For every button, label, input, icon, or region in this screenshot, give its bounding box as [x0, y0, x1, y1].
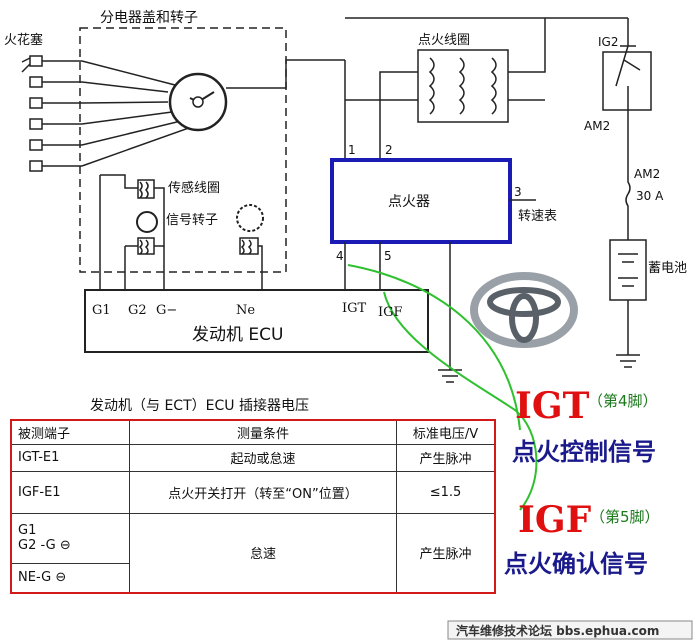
row-voltage: 产生脉冲 [396, 512, 496, 594]
header-terminal: 被测端子 [10, 419, 130, 445]
toyota-logo [470, 272, 578, 348]
am2-top-label: AM2 [584, 119, 610, 133]
watermark: 汽车维修技术论坛 bbs.ephua.com [456, 623, 659, 638]
fuse-rating-label: 30 A [636, 189, 664, 203]
am2-fuse-label: AM2 [634, 167, 660, 181]
pickup-coil-label: 传感线圈 [168, 180, 220, 196]
ecu-pin-gminus: G− [156, 303, 177, 318]
table-header-row: 被测端子 测量条件 标准电压/V [10, 419, 496, 445]
row-voltage: 产生脉冲 [396, 443, 496, 472]
igt-signal-wire [347, 264, 521, 431]
table-row: G1 G2 -G ⊖ 怠速 产生脉冲 [10, 512, 496, 594]
row-terminal-ne: NE-G ⊖ [10, 562, 130, 594]
igt-description: 点火控制信号 [512, 438, 656, 466]
tach-label: 转速表 [518, 209, 557, 224]
row-terminal: IGT-E1 [10, 443, 130, 472]
ecu-pin-igt: IGT [342, 301, 367, 316]
table-row: IGT-E1 起动或怠速 产生脉冲 [10, 443, 496, 472]
igniter-pin-2: 2 [385, 143, 393, 157]
row-condition: 起动或怠速 [129, 443, 397, 472]
terminal-g1: G1 [18, 523, 37, 538]
spark-plugs [21, 55, 201, 172]
igt-pin-note: （第4脚） [588, 392, 658, 410]
igt-annotation: IGT [515, 385, 590, 427]
ecu-pin-g2: G2 [128, 303, 147, 318]
header-voltage: 标准电压/V [396, 419, 496, 445]
row-condition: 点火开关打开（转至“ON”位置） [129, 470, 397, 514]
ecu-label: 发动机 ECU [192, 325, 283, 345]
row-terminal: IGF-E1 [10, 470, 130, 514]
terminal-ne: NE-G [18, 570, 52, 586]
table-row: NE-G ⊖ [10, 562, 495, 594]
row-terminal-g1-g2: G1 G2 -G ⊖ [10, 512, 130, 564]
pickup-coil [99, 174, 264, 290]
distributor-title: 分电器盖和转子 [100, 10, 198, 26]
igniter-pin-1: 1 [348, 143, 356, 157]
igf-signal-wire [383, 291, 538, 511]
row-condition: 怠速 [129, 512, 397, 594]
table-row: IGF-E1 点火开关打开（转至“ON”位置） ≤1.5 [10, 470, 496, 514]
igniter-label: 点火器 [388, 194, 430, 210]
ecu-pin-g1: G1 [92, 303, 111, 318]
table-caption: 发动机（与 ECT）ECU 插接器电压 [90, 397, 309, 414]
spark-plug-label: 火花塞 [4, 32, 43, 48]
battery-label: 蓄电池 [648, 261, 687, 276]
signal-rotor-label: 信号转子 [166, 213, 218, 228]
engine-ecu [84, 289, 429, 353]
ig2-label: IG2 [598, 35, 618, 49]
watermark-box [447, 620, 693, 640]
ecu-pin-ne: Ne [236, 303, 255, 318]
terminal-suffix: -G [40, 538, 56, 553]
ign-coil-label: 点火线圈 [418, 33, 470, 48]
igniter-pin-4: 4 [336, 249, 344, 263]
igniter-pin-3: 3 [514, 185, 522, 199]
battery-symbol [609, 239, 647, 368]
igniter-box [330, 158, 512, 244]
ground-minus-icon: ⊖ [55, 570, 67, 586]
igf-annotation: IGF [518, 499, 592, 541]
ignition-coil [344, 17, 628, 160]
ecu-pin-igf: IGF [378, 305, 403, 320]
igniter-pin-5: 5 [384, 249, 392, 263]
igf-pin-note: （第5脚） [590, 508, 660, 526]
terminal-g2: G2 [18, 538, 37, 553]
am2-fuse [625, 130, 631, 240]
ecu-voltage-table: 被测端子 测量条件 标准电压/V IGT-E1 起动或怠速 产生脉冲 IGF-E… [10, 419, 496, 594]
distributor-housing [79, 27, 287, 273]
ground-minus-icon: ⊖ [59, 538, 71, 553]
header-condition: 测量条件 [129, 419, 397, 445]
ig2-switch [602, 18, 652, 130]
igf-description: 点火确认信号 [504, 550, 648, 578]
row-voltage: ≤1.5 [396, 470, 496, 514]
